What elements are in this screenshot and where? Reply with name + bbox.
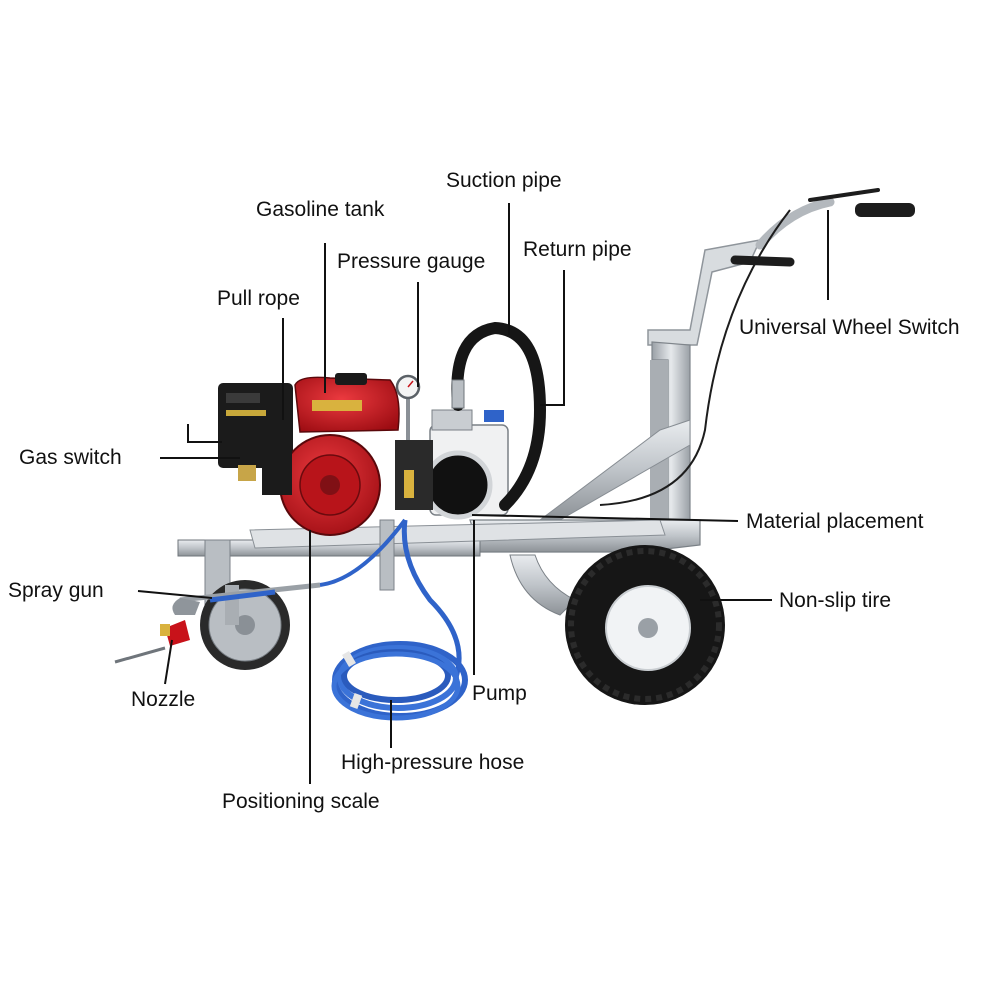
label-gasoline-tank: Gasoline tank xyxy=(256,198,385,221)
return-pipe-leader xyxy=(540,270,565,406)
label-high-pressure-hose: High-pressure hose xyxy=(341,751,525,774)
gas-switch-bracket xyxy=(187,424,222,443)
leader-lines xyxy=(137,203,829,784)
label-spray-gun: Spray gun xyxy=(8,579,104,602)
label-suction-pipe: Suction pipe xyxy=(446,169,562,192)
spray-gun-leader xyxy=(137,590,213,599)
rear-wheel xyxy=(565,545,725,705)
suction-return-pipe xyxy=(451,321,547,511)
label-nozzle: Nozzle xyxy=(131,688,196,711)
front-wheel xyxy=(200,580,290,670)
high-pressure-hose xyxy=(319,518,468,721)
engine xyxy=(218,373,400,536)
label-universal-wheel-switch: Universal Wheel Switch xyxy=(739,316,960,339)
label-pull-rope: Pull rope xyxy=(217,287,300,310)
label-non-slip-tire: Non-slip tire xyxy=(779,589,892,612)
material-placement-leader xyxy=(471,514,739,522)
label-material-placement: Material placement xyxy=(746,510,924,533)
frame xyxy=(177,239,762,616)
label-pressure-gauge: Pressure gauge xyxy=(337,250,486,273)
pressure-gauge xyxy=(395,374,421,440)
label-positioning-scale: Positioning scale xyxy=(222,790,380,813)
nozzle-leader xyxy=(164,639,173,685)
handlebar xyxy=(599,188,915,506)
label-pump: Pump xyxy=(472,682,527,705)
label-return-pipe: Return pipe xyxy=(523,238,632,261)
label-gas-switch: Gas switch xyxy=(19,446,122,469)
pump xyxy=(395,409,509,520)
